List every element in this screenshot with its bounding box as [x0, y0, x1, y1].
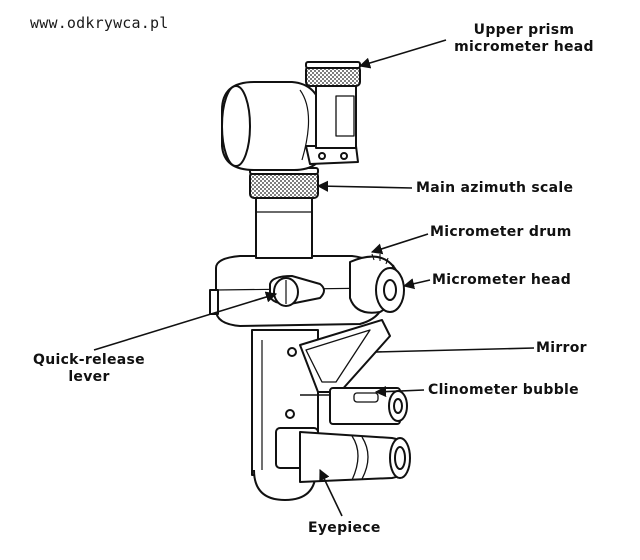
azimuth-scale-ring — [249, 171, 319, 199]
body-screw-lower — [285, 409, 295, 419]
leader-clinometer — [374, 385, 425, 398]
instrument-drawing — [209, 61, 411, 501]
leader-micrometer-head — [402, 278, 431, 290]
label-mirror: Mirror — [536, 340, 587, 356]
label-quick-release: Quick-release lever — [30, 352, 148, 386]
label-upper-prism-line2: micrometer head — [454, 39, 594, 55]
label-quick-release-line1: Quick-release — [33, 352, 145, 368]
label-upper-prism-line1: Upper prism — [473, 22, 575, 38]
leader-quick-release — [93, 291, 278, 351]
label-eyepiece: Eyepiece — [308, 520, 381, 536]
label-clinometer-bubble: Clinometer bubble — [428, 382, 579, 398]
leader-azimuth — [316, 180, 413, 192]
label-quick-release-line2: lever — [68, 369, 110, 385]
watermark-text: www.odkrywca.pl — [30, 14, 169, 32]
leader-eyepiece — [319, 468, 343, 517]
leader-lines — [93, 39, 535, 517]
leader-micrometer-drum — [370, 233, 429, 255]
label-main-azimuth-scale: Main azimuth scale — [416, 180, 574, 196]
leader-mirror — [375, 347, 535, 353]
leader-upper-prism — [358, 39, 447, 69]
label-micrometer-head: Micrometer head — [432, 272, 572, 288]
label-upper-prism: Upper prism micrometer head — [434, 22, 614, 56]
body-screw-upper — [287, 347, 297, 357]
housing-clamp — [209, 289, 219, 315]
vertical-neck — [255, 195, 313, 259]
label-micrometer-drum: Micrometer drum — [430, 224, 572, 240]
